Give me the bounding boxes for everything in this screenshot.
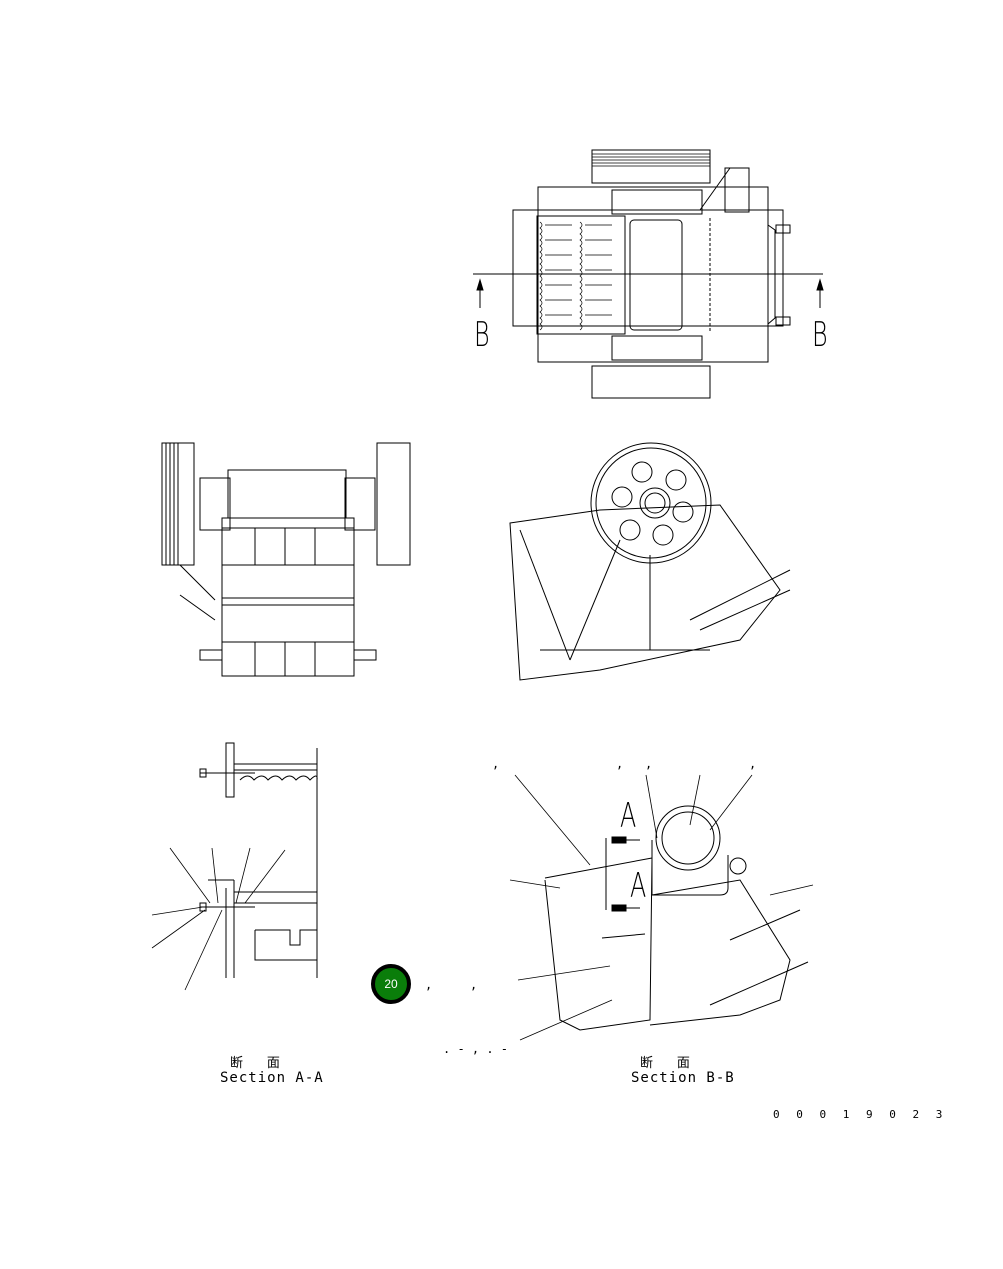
cut-mark-b-left: B	[474, 315, 490, 355]
cut-mark-a-upper: A	[620, 796, 637, 836]
callout-mark: ,	[492, 757, 500, 771]
callout-mark: ,	[645, 757, 653, 771]
cut-mark-a-lower: A	[630, 866, 647, 906]
callout-mark: ,	[749, 757, 757, 771]
section-b-caption-jp: 断 面	[640, 1056, 698, 1071]
drawing-number: 0 0 0 1 9 0 2 3	[773, 1108, 948, 1121]
callout-mark: ,	[616, 757, 624, 771]
front-view	[161, 442, 411, 677]
top-view	[473, 149, 824, 399]
callout-mark: . - , . -	[443, 1042, 509, 1056]
section-a-caption: Section A-A	[220, 1070, 324, 1086]
section-a-a-drawing	[151, 742, 318, 991]
callout-badge-label: 20	[384, 977, 398, 991]
callout-mark: ,	[425, 978, 433, 992]
callout-badge[interactable]: 20	[371, 964, 411, 1004]
section-b-caption: Section B-B	[631, 1070, 735, 1086]
section-a-caption-jp: 断 面	[230, 1056, 288, 1071]
section-b-b-drawing	[509, 774, 814, 1041]
side-view	[509, 442, 791, 681]
cut-mark-b-right: B	[812, 315, 828, 355]
callout-mark: ,	[470, 978, 478, 992]
